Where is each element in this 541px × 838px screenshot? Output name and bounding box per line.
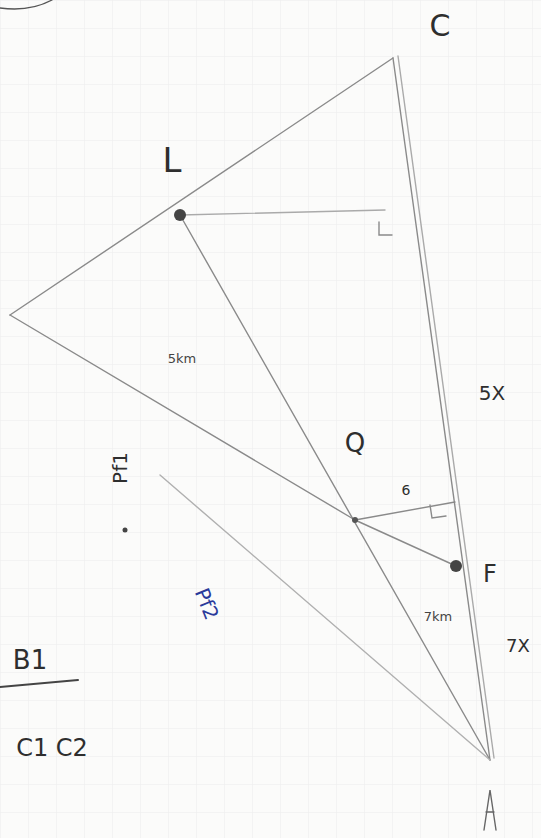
dimension: 5km [168, 352, 196, 365]
dimension: 6 [402, 483, 411, 497]
line-pf [160, 475, 490, 760]
line-q-f [355, 520, 456, 566]
dimension: 7X [506, 637, 530, 655]
point-label: Q [345, 430, 365, 456]
right-angle-mark [430, 505, 446, 518]
vertex-label: C [430, 11, 451, 41]
dimension: 7km [424, 610, 452, 623]
right-angle-mark [379, 222, 392, 235]
point-f [450, 560, 462, 572]
perpendicular-l [180, 210, 385, 215]
point-l [174, 209, 186, 221]
fraction-bar [0, 680, 78, 687]
dimension: 5X [479, 383, 505, 403]
line-to-q [10, 315, 355, 520]
line-l-a [180, 215, 490, 760]
note: Pf2 [192, 585, 222, 622]
arc-fragment [0, 0, 52, 9]
line-c-a-double [398, 56, 494, 758]
note: Pf1 [110, 452, 130, 484]
point-label: F [483, 562, 497, 586]
point-a-mark [484, 790, 496, 830]
point-label: L [163, 143, 182, 177]
line-through-l [10, 58, 393, 315]
dot [123, 528, 128, 533]
point-q [352, 517, 358, 523]
perpendicular-q [355, 502, 455, 520]
formula-term: C1 C2 [16, 736, 88, 760]
formula-term: B1 [13, 647, 47, 673]
line-c-a [393, 58, 490, 760]
